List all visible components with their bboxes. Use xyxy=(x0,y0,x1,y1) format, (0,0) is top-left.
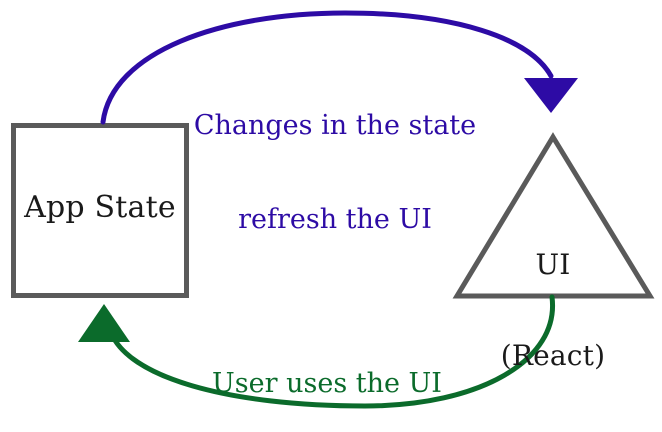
ui-to-state-arrowhead xyxy=(78,304,130,342)
ui-react-triangle xyxy=(452,132,655,299)
ui-to-state-arrow-curve xyxy=(107,294,556,409)
app-state-box xyxy=(11,123,189,298)
state-to-ui-arrow-curve xyxy=(100,10,554,125)
state-to-ui-arrowhead xyxy=(524,78,578,113)
